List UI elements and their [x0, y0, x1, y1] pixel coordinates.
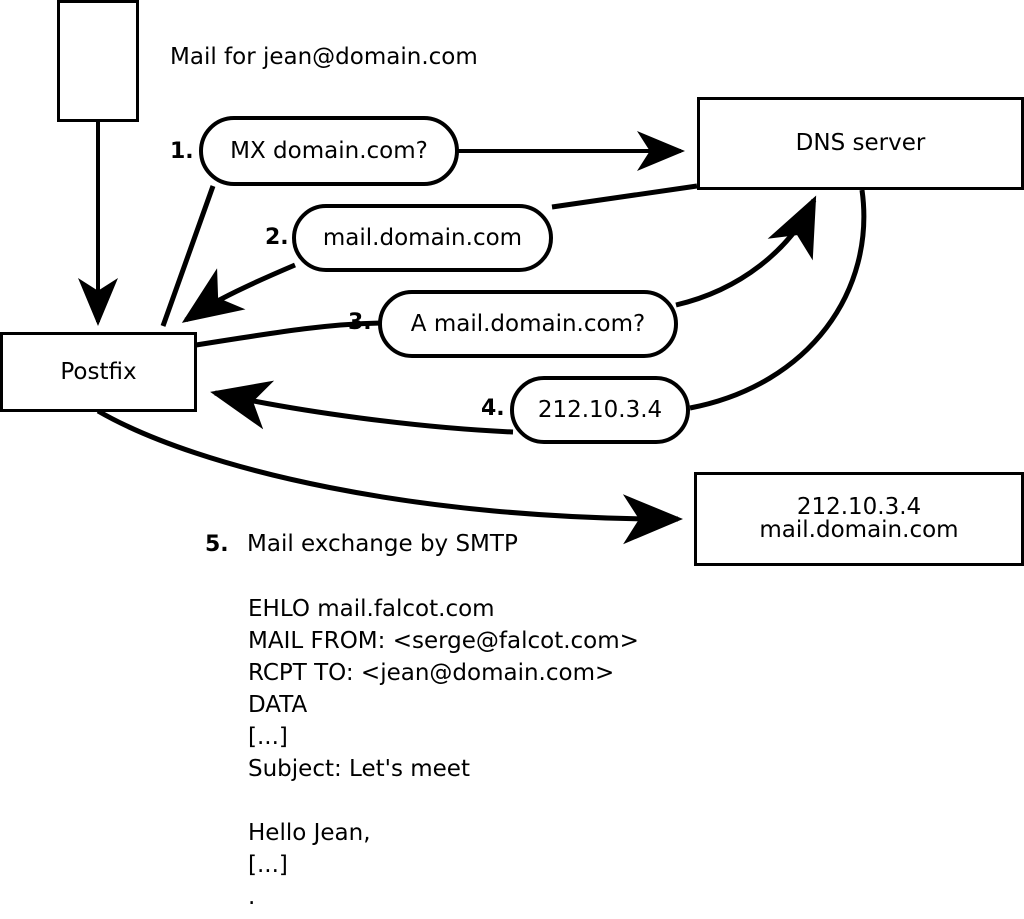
- node-postfix[interactable]: Postfix: [0, 332, 197, 412]
- smtp-line-blank: [248, 790, 639, 822]
- smtp-line: [...]: [248, 852, 288, 878]
- step-2-label: mail.domain.com: [322, 224, 523, 251]
- step-4-bubble[interactable]: 212.10.3.4: [510, 376, 690, 444]
- node-dns-server[interactable]: DNS server: [697, 97, 1024, 190]
- smtp-line: [...]: [248, 724, 288, 750]
- step-3-number: 3.: [348, 310, 372, 335]
- arrow-step2-to-postfix: [181, 262, 296, 323]
- step-1-bubble[interactable]: MX domain.com?: [199, 116, 459, 186]
- node-client[interactable]: [57, 0, 139, 122]
- line-dns-to-step4: [689, 189, 867, 411]
- smtp-line: DATA: [248, 692, 308, 718]
- smtp-transcript: EHLO mail.falcot.com MAIL FROM: <serge@f…: [248, 598, 639, 918]
- step-4-label: 212.10.3.4: [537, 396, 663, 423]
- step-2-number: 2.: [265, 225, 289, 250]
- step-2-bubble[interactable]: mail.domain.com: [292, 204, 553, 272]
- line-dns-to-step2: [551, 183, 698, 210]
- line-postfix-to-step3: [195, 320, 382, 348]
- smtp-line: Hello Jean,: [248, 820, 371, 846]
- step-1-number: 1.: [170, 139, 194, 164]
- smtp-line: Subject: Let's meet: [248, 756, 470, 782]
- node-postfix-label: Postfix: [60, 358, 137, 385]
- smtp-line: MAIL FROM: <serge@falcot.com>: [248, 628, 639, 654]
- step-4-number: 4.: [481, 396, 505, 421]
- arrow-step5-to-mailserver: [96, 408, 683, 545]
- node-mail-server-ip: 212.10.3.4: [796, 494, 922, 520]
- step-5-number: 5.: [205, 532, 229, 557]
- step-5-label: Mail exchange by SMTP: [247, 531, 518, 557]
- node-mail-server[interactable]: 212.10.3.4 mail.domain.com: [694, 472, 1024, 566]
- arrow-step3-to-dns: [675, 195, 817, 308]
- page-title: Mail for jean@domain.com: [170, 44, 478, 70]
- line-postfix-to-step1: [160, 185, 216, 327]
- arrow-step4-to-postfix: [210, 380, 514, 435]
- node-dns-server-label: DNS server: [795, 130, 926, 156]
- smtp-line: EHLO mail.falcot.com: [248, 596, 495, 622]
- smtp-line: RCPT TO: <jean@domain.com>: [248, 660, 615, 686]
- step-1-label: MX domain.com?: [230, 137, 428, 164]
- step-3-bubble[interactable]: A mail.domain.com?: [378, 290, 678, 358]
- step-3-label: A mail.domain.com?: [410, 310, 646, 337]
- node-mail-server-host: mail.domain.com: [759, 517, 959, 543]
- smtp-line: .: [248, 884, 256, 910]
